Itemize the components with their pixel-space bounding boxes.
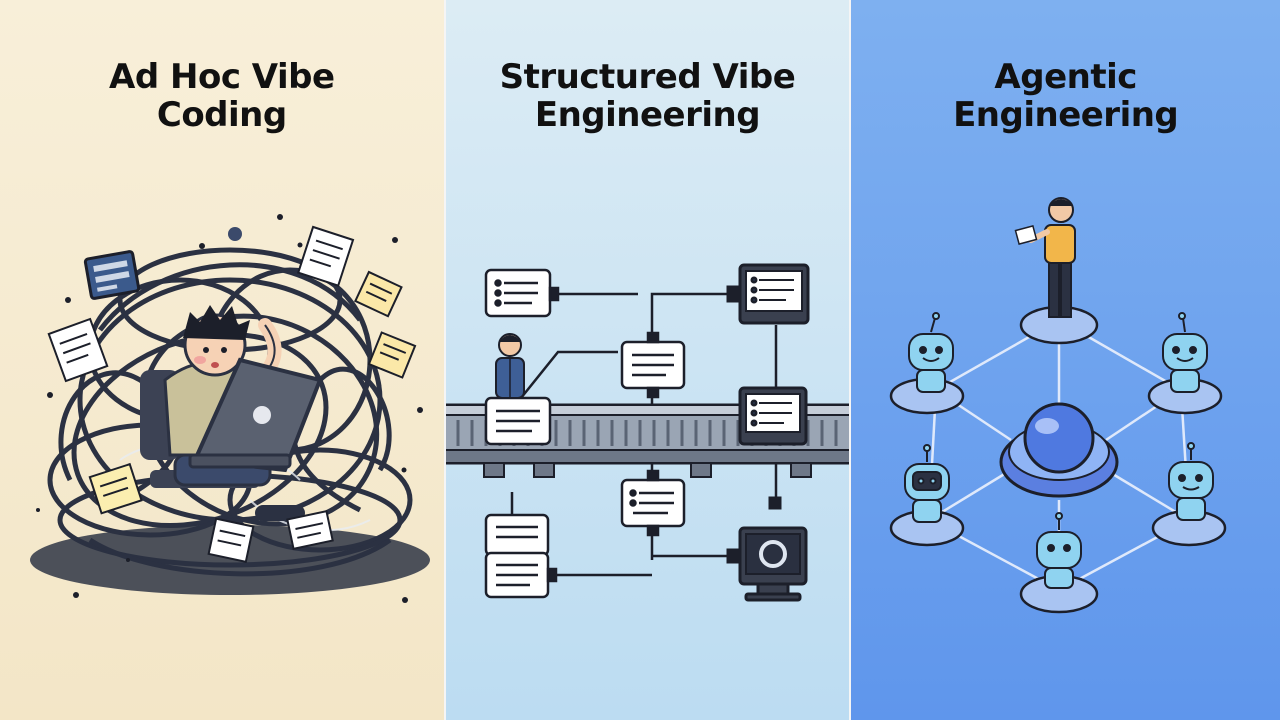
- title-line-2: Coding: [156, 95, 287, 135]
- card-on-belt: [484, 396, 551, 446]
- robot-agent-bottom-right: [1168, 442, 1215, 521]
- robot-agent-bottom-center: [1036, 512, 1083, 589]
- pipeline-illustration: [445, 263, 850, 602]
- held-document: [1014, 224, 1038, 246]
- pipeline-connectors: [510, 292, 777, 577]
- tangle-shadow: [30, 525, 430, 595]
- card-center-lower: [620, 469, 685, 537]
- tangled-developer-illustration: [30, 214, 430, 603]
- human-orchestrator: [1014, 197, 1077, 318]
- scattered-dots: [36, 214, 423, 603]
- title-line-2: Engineering: [534, 95, 761, 135]
- person-shoe: [255, 505, 305, 521]
- monitor-top-right: [726, 263, 810, 325]
- panel-ad-hoc-vibe-coding: Ad Hoc Vibe Coding: [0, 0, 444, 720]
- device-icon: [83, 250, 141, 300]
- pipeline-operator: [494, 333, 525, 399]
- laptop-logo: [253, 406, 271, 424]
- panel-title-structured: Structured Vibe Engineering: [446, 58, 850, 134]
- title-line-2: Engineering: [953, 95, 1179, 135]
- panel-title-agentic: Agentic Engineering: [851, 58, 1280, 134]
- agent-network-illustration: [890, 197, 1227, 614]
- panel-title-ad-hoc: Ad Hoc Vibe Coding: [0, 58, 444, 134]
- card-top-left: [484, 268, 559, 318]
- central-hub: [999, 402, 1119, 498]
- panel-agentic-engineering: Agentic Engineering: [849, 0, 1280, 720]
- flying-papers: [47, 225, 417, 563]
- monitors: [726, 263, 810, 602]
- robot-agent-bottom-left: [904, 444, 951, 523]
- document-cards: [484, 268, 685, 599]
- title-line-1: Ad Hoc Vibe: [109, 57, 335, 97]
- ai-agents: [904, 312, 1215, 589]
- robot-agent-top-right: [1162, 312, 1209, 393]
- robot-agent-top-left: [908, 312, 955, 393]
- person-hair: [183, 305, 250, 340]
- title-line-1: Structured Vibe: [499, 57, 796, 97]
- monitor-on-belt: [738, 386, 808, 446]
- title-line-1: Agentic: [994, 57, 1137, 97]
- card-bottom-left-stack: [484, 513, 557, 599]
- monitor-bottom-right: [726, 496, 808, 602]
- card-center-upper: [620, 331, 685, 399]
- panel-structured-vibe-engineering: Structured Vibe Engineering: [443, 0, 850, 720]
